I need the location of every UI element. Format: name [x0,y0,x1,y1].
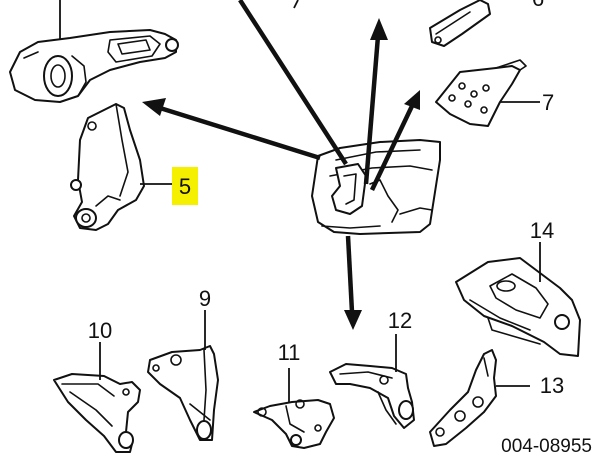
callout-7: 7 [542,90,554,115]
part-11: 11 [253,340,335,449]
callout-6: 6 [532,0,544,11]
arrow-to-part-5 [159,105,321,161]
callout-12: 12 [388,308,412,333]
callout-14: 14 [530,218,554,243]
part-10: 10 [53,318,141,453]
part-7: 7 [435,59,554,127]
callout-9: 9 [199,286,211,311]
callout-13: 13 [540,373,564,398]
arrow-to-upper-mount [238,0,348,166]
callout-10: 10 [88,318,112,343]
part-14: 14 [455,218,581,357]
arrow-to-part-7 [369,105,415,191]
part-9: 9 [147,286,219,441]
drawing-code: 004-08955 [501,436,592,457]
callout-11: 11 [278,340,301,365]
reference-arrows [142,0,420,330]
arrow-to-part-6 [363,35,381,185]
callout-5-highlight [172,167,198,205]
part-13: 13 [429,349,564,447]
part-12: 12 [329,308,415,429]
arrow-to-lower-parts [345,235,355,313]
engine-compartment-view [311,139,441,235]
upper-mount-part [9,0,179,103]
part-5: 5 [70,103,198,231]
callout-5: 5 [179,174,191,199]
part-6: 6 [293,0,544,47]
